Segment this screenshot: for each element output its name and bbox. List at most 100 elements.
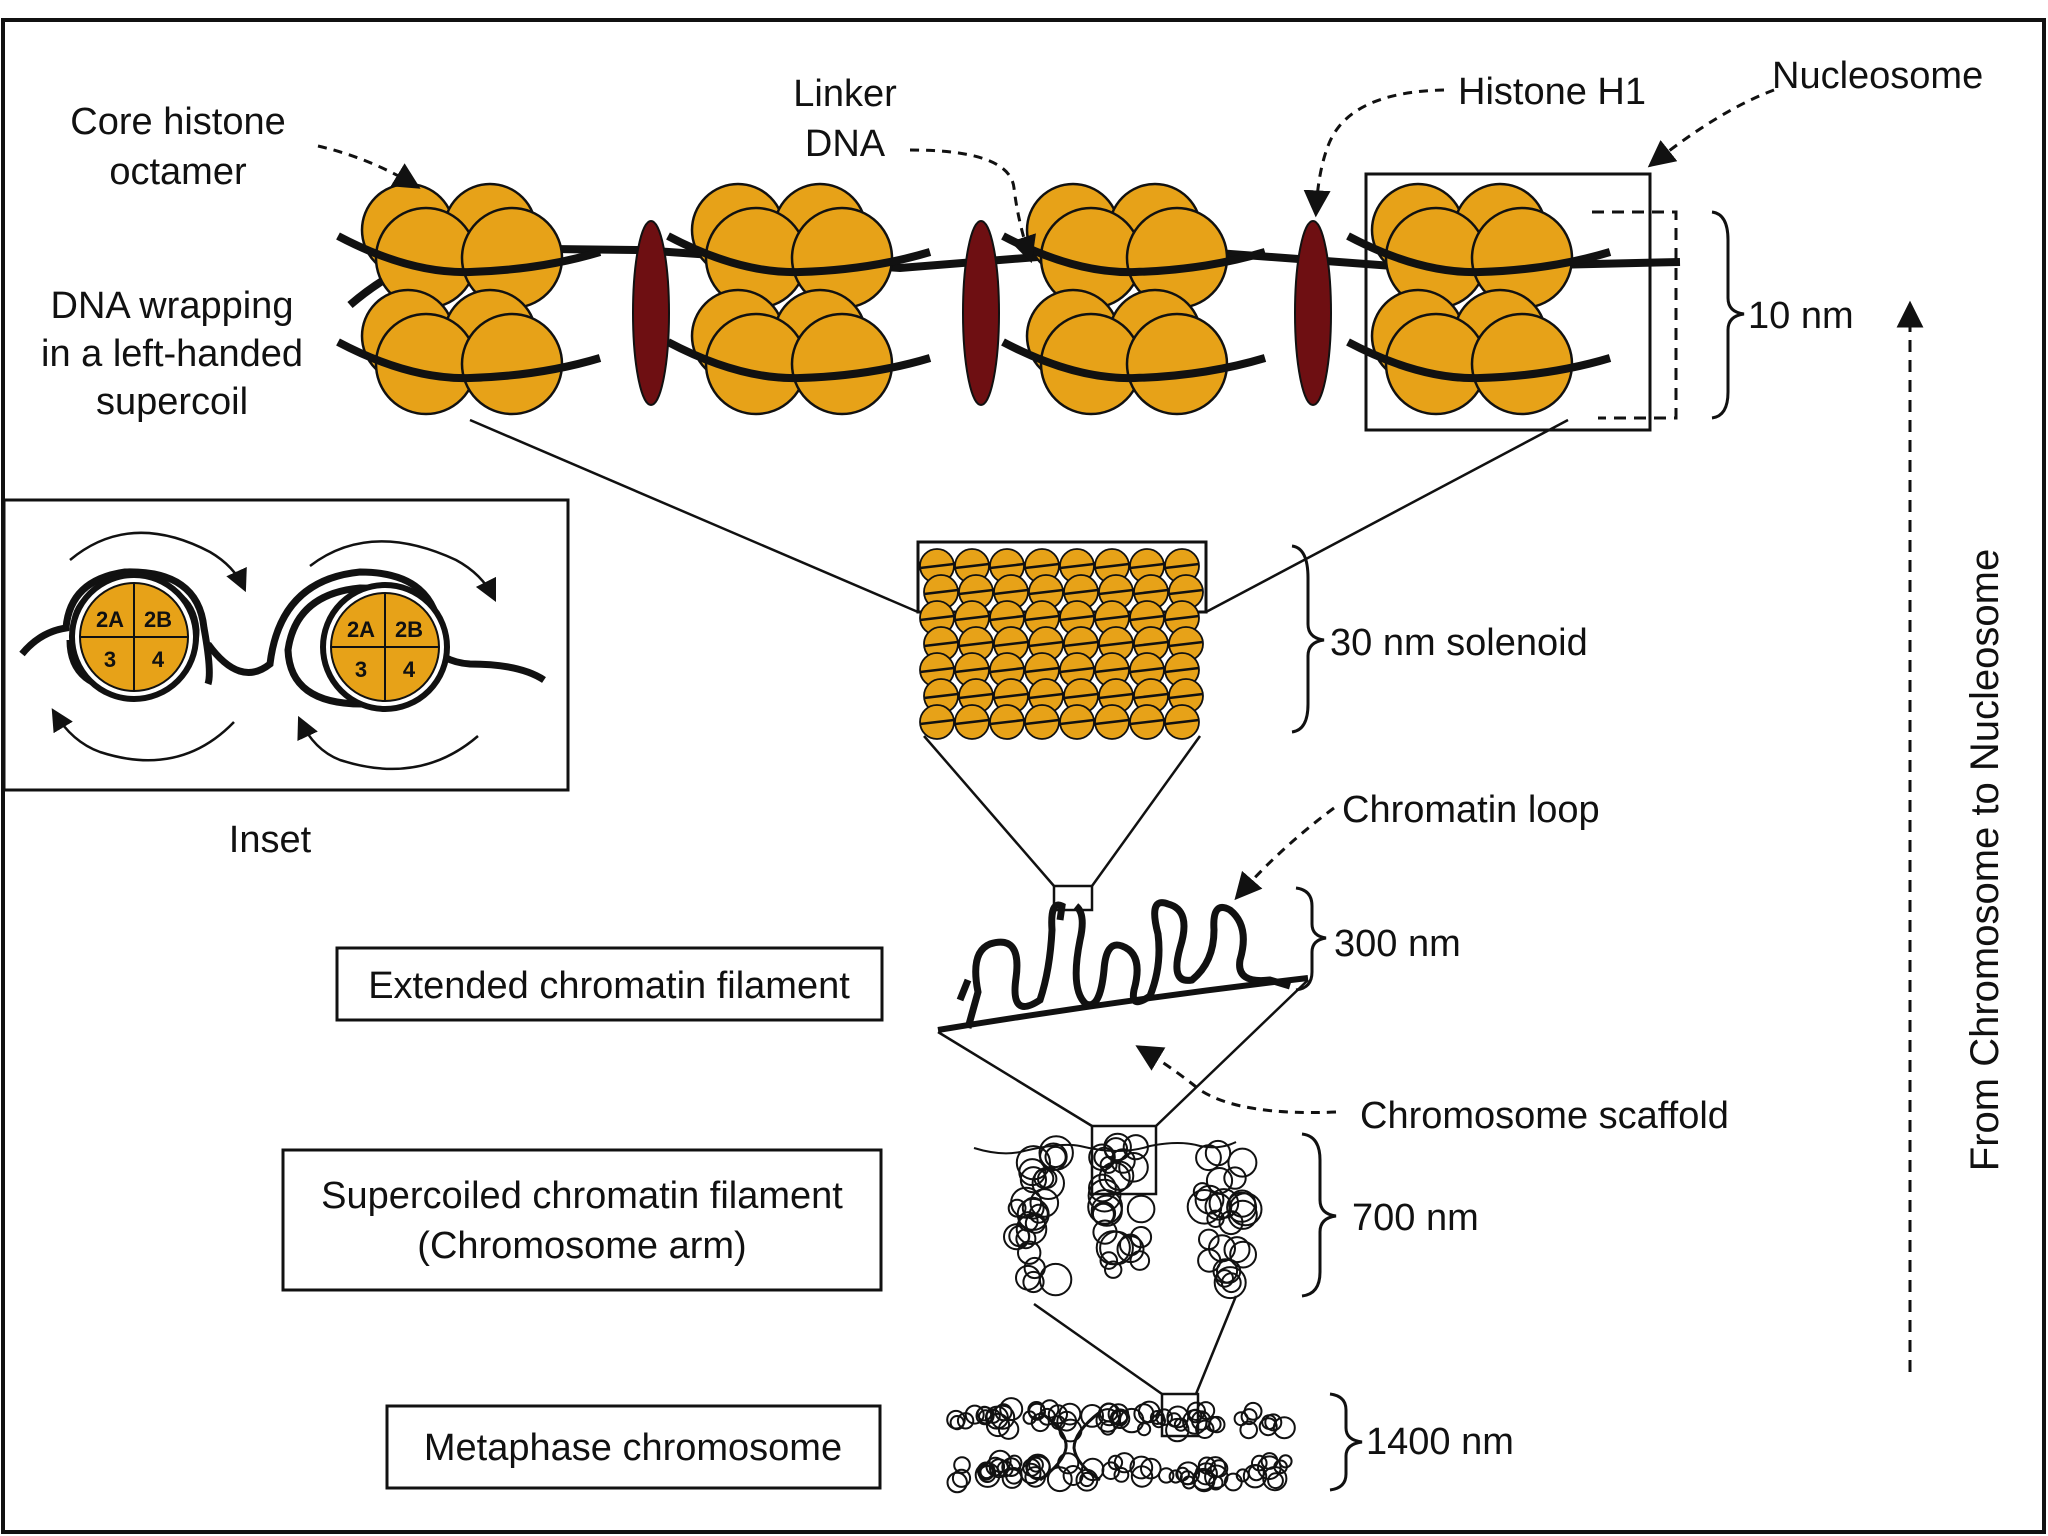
solenoid-bead-line bbox=[993, 588, 1029, 596]
chromatid-coil bbox=[1130, 1465, 1154, 1488]
arm-right bbox=[1186, 1139, 1263, 1300]
coil-loop bbox=[1038, 1262, 1073, 1297]
solenoid-bead-line bbox=[989, 718, 1025, 726]
nucleosome-string bbox=[336, 182, 1681, 416]
inset-label: Inset bbox=[229, 819, 312, 861]
solenoid-bead-line bbox=[1024, 562, 1060, 570]
metaphase-box bbox=[385, 1404, 882, 1490]
chromatid-coil bbox=[1247, 1464, 1265, 1482]
core-histone-arrow bbox=[317, 144, 421, 189]
chromatid-coil bbox=[978, 1465, 997, 1483]
three-hundred-nm-bracket bbox=[1295, 886, 1327, 992]
scaffold-label: Chromosome scaffold bbox=[1360, 1095, 1729, 1137]
chromatid-coil bbox=[1151, 1413, 1166, 1429]
vertical-arrow-label: From Chromosome to Nucleosome bbox=[1963, 549, 2007, 1171]
funnel-line-right-low bbox=[1155, 979, 1309, 1127]
dna-wrap-band bbox=[1346, 338, 1612, 383]
inset-1-2b: 2B bbox=[144, 607, 172, 632]
solenoid-bead-line bbox=[923, 692, 959, 700]
histone-sphere-front bbox=[1470, 312, 1574, 416]
coil-loop bbox=[1008, 1225, 1031, 1248]
solenoid-bead-line bbox=[1164, 614, 1200, 622]
chromatid-coil bbox=[1273, 1459, 1288, 1475]
coil-loop bbox=[1087, 1178, 1122, 1213]
solenoid-bead-line bbox=[1059, 614, 1095, 622]
solenoid-bead-line bbox=[1098, 640, 1134, 648]
solenoid-bead-line bbox=[954, 666, 990, 674]
histone-sphere-front bbox=[1125, 312, 1229, 416]
histone-sphere-front bbox=[460, 312, 564, 416]
solenoid-bead-line bbox=[993, 640, 1029, 648]
coil-loop bbox=[1213, 1266, 1247, 1300]
chromatid-coil bbox=[1028, 1402, 1046, 1421]
dna-wrap-label-2: in a left-handed bbox=[41, 333, 303, 375]
solenoid-bead-line bbox=[1063, 692, 1099, 700]
supercoiled-label-2: (Chromosome arm) bbox=[417, 1225, 746, 1267]
chromatid-coil bbox=[1205, 1416, 1222, 1433]
solenoid-bead-line bbox=[919, 562, 955, 570]
fourteen-hundred-nm-label: 1400 nm bbox=[1366, 1421, 1514, 1463]
nucleosome-box bbox=[1364, 172, 1652, 432]
h1-arrow bbox=[1303, 88, 1445, 218]
coil-loop bbox=[1104, 1260, 1123, 1279]
extended-filament-box bbox=[335, 946, 884, 1022]
solenoid-bead-line bbox=[954, 614, 990, 622]
centromere bbox=[1039, 1410, 1101, 1482]
chromatid-coil bbox=[1028, 1456, 1044, 1473]
seven-hundred-nm-label: 700 nm bbox=[1352, 1197, 1479, 1239]
coil-loop bbox=[1093, 1146, 1115, 1169]
arm-middle bbox=[1087, 1132, 1156, 1279]
chromatid-coil bbox=[964, 1404, 985, 1425]
solenoid-bead-line bbox=[1129, 666, 1165, 674]
funnel-line-left-mid bbox=[923, 735, 1055, 887]
coil-loop bbox=[1215, 1269, 1234, 1288]
nucleosome-label: Nucleosome bbox=[1772, 55, 1983, 97]
chromatin-loop-label: Chromatin loop bbox=[1342, 789, 1600, 831]
dna-wrap-band bbox=[1346, 232, 1612, 277]
coil-loop bbox=[1228, 1189, 1257, 1218]
three-hundred-nm-label: 300 nm bbox=[1334, 923, 1461, 965]
chromatid-coil bbox=[1261, 1414, 1277, 1430]
histone-h1-1 bbox=[632, 220, 670, 406]
coil-loop bbox=[1037, 1168, 1058, 1189]
funnel-line-right-bottom bbox=[1194, 1295, 1238, 1395]
metaphase-chromosome bbox=[946, 1392, 1296, 1494]
dna-wrap-label-3: supercoil bbox=[96, 381, 248, 423]
solenoid-bead-line bbox=[993, 692, 1029, 700]
ten-nm-dashed-top bbox=[1592, 210, 1678, 420]
solenoid-bead-line bbox=[989, 562, 1025, 570]
thirty-nm-label: 30 nm solenoid bbox=[1330, 622, 1588, 664]
fourteen-hundred-nm-bracket bbox=[1329, 1392, 1363, 1492]
chromatid-coil bbox=[1113, 1452, 1136, 1474]
histone-h1-2 bbox=[962, 220, 1000, 406]
coil-loop bbox=[1118, 1152, 1149, 1183]
chromatid-coil bbox=[1258, 1417, 1278, 1437]
chromatid-coil bbox=[994, 1403, 1013, 1422]
coil-loop bbox=[1090, 1194, 1123, 1227]
chromatid-coil bbox=[1188, 1408, 1203, 1424]
coil-loop bbox=[1021, 1196, 1045, 1220]
coil-loop bbox=[1099, 1155, 1118, 1174]
dna-wrap-band bbox=[1001, 232, 1267, 277]
coil-loop bbox=[1223, 1166, 1247, 1190]
chromosome-zoom-box bbox=[1160, 1392, 1200, 1438]
solenoid-bead-line bbox=[1094, 562, 1130, 570]
chromatid-coil bbox=[974, 1462, 1001, 1488]
coil-loop bbox=[1122, 1134, 1149, 1161]
chromatid-coil bbox=[1240, 1408, 1258, 1426]
octamer-1 bbox=[336, 182, 602, 416]
chromatid-coil bbox=[1195, 1419, 1215, 1440]
coil-loop bbox=[1206, 1209, 1225, 1229]
coil-loop bbox=[1223, 1236, 1251, 1264]
funnel-line-right-mid bbox=[1090, 735, 1202, 887]
dna-wrap-band bbox=[666, 232, 932, 277]
solenoid-bead-line bbox=[1133, 640, 1169, 648]
chromatid-coil bbox=[1107, 1454, 1124, 1471]
inset-2-2b: 2B bbox=[395, 617, 423, 642]
coil-loop bbox=[1015, 1213, 1048, 1245]
coil-loop bbox=[1016, 1197, 1050, 1231]
coil-loop bbox=[1192, 1182, 1212, 1202]
arm-left bbox=[1003, 1135, 1074, 1297]
coil-loop bbox=[1195, 1144, 1222, 1172]
